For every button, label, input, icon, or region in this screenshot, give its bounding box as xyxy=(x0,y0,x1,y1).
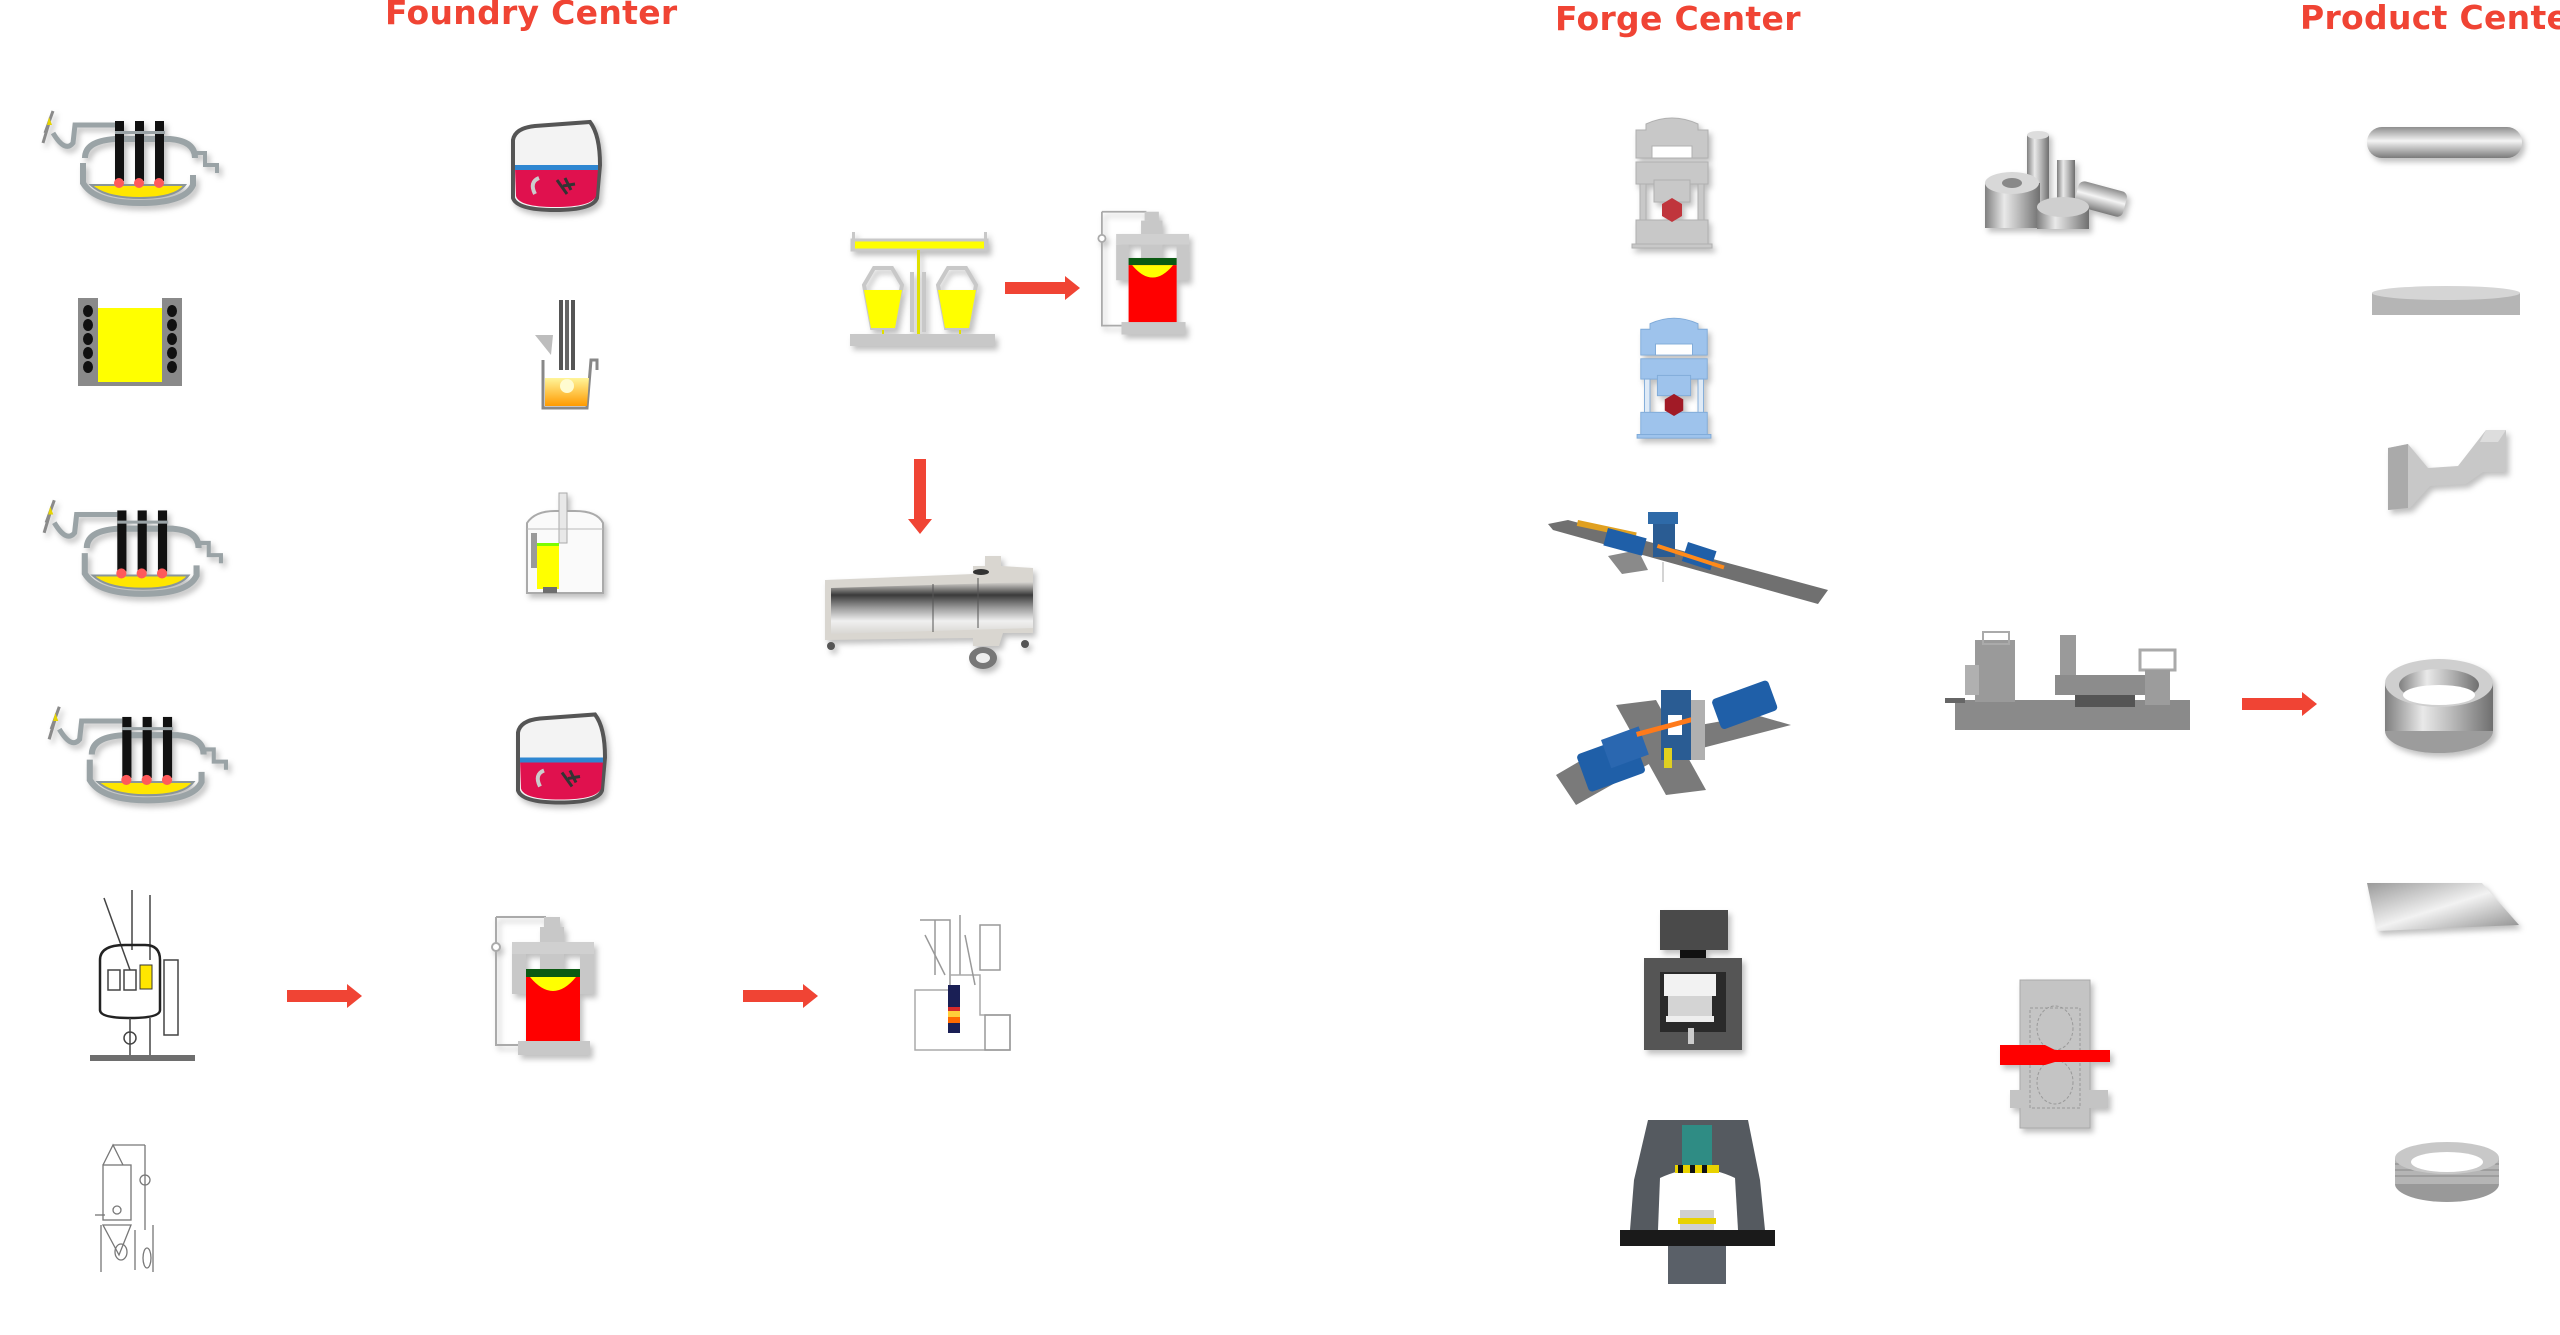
electric-arc-furnace-icon xyxy=(41,697,229,807)
electroslag-remelting-icon xyxy=(486,916,604,1057)
ring-rolling-mill-icon xyxy=(1945,630,2190,740)
vacuum-degassing-tower-icon xyxy=(95,1140,165,1275)
cast-pipe-icon xyxy=(823,548,1038,673)
plate-icon xyxy=(2367,883,2519,937)
c-frame-press-icon xyxy=(1620,1120,1775,1285)
vacuum-arc-remelting-icon xyxy=(910,915,1015,1055)
round-bar-icon xyxy=(2367,125,2522,160)
disc-icon xyxy=(2372,285,2520,319)
induction-furnace-icon xyxy=(78,296,182,386)
open-die-press-icon xyxy=(1642,910,1744,1050)
flow-arrow-down xyxy=(908,459,932,534)
product-center-title: Product Center xyxy=(2300,0,2560,37)
flow-arrow-right xyxy=(1005,276,1080,300)
ring-icon xyxy=(2383,655,2495,755)
hydraulic-press-icon xyxy=(1635,317,1713,440)
flow-arrow-right xyxy=(2242,692,2317,716)
refining-ladle-icon xyxy=(510,710,610,810)
forging-line-icon xyxy=(1556,680,1816,810)
vacuum-degassing-vessel-icon xyxy=(525,492,605,595)
refining-ladle-icon xyxy=(505,119,605,215)
ingot-mold-icon xyxy=(1093,210,1198,338)
forged-parts-icon xyxy=(1985,125,2145,237)
vacuum-pouring-icon xyxy=(850,230,995,348)
ladle-furnace-icon xyxy=(535,300,600,415)
electric-arc-furnace-icon xyxy=(35,103,220,208)
wire-coil-icon xyxy=(2392,1140,2502,1205)
electric-arc-furnace-icon xyxy=(36,492,224,599)
flow-arrow-right xyxy=(743,984,818,1008)
foundry-center-title: Foundry Center xyxy=(385,0,678,32)
forge-center-title: Forge Center xyxy=(1555,0,1801,38)
shaped-forging-icon xyxy=(2388,430,2510,512)
vacuum-induction-melting-icon xyxy=(90,890,195,1065)
rolling-stand-icon xyxy=(2000,979,2118,1130)
hydraulic-press-icon xyxy=(1631,117,1713,250)
flow-arrow-right xyxy=(287,984,362,1008)
forging-line-icon xyxy=(1548,512,1833,612)
